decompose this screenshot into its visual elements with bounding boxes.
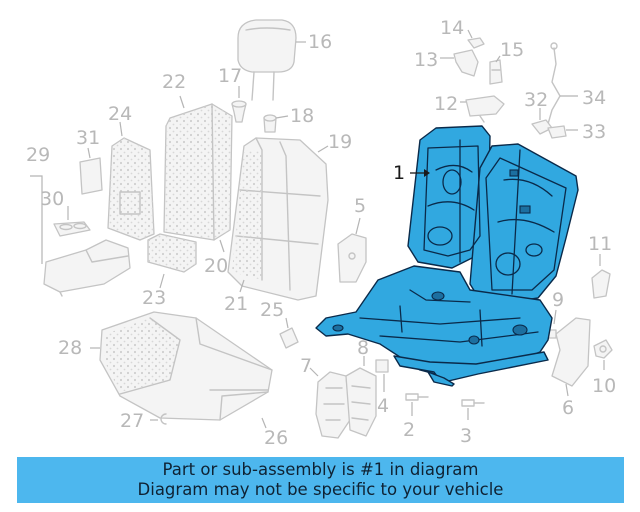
callout-28[interactable]: 28 — [58, 337, 82, 359]
callout-6[interactable]: 6 — [562, 397, 574, 419]
seatback-cover-19 — [227, 137, 329, 301]
callout-11[interactable]: 11 — [588, 233, 612, 255]
knob-11 — [591, 269, 611, 299]
callout-9[interactable]: 9 — [552, 289, 564, 311]
bolt-3 — [461, 399, 485, 407]
seatback-pad-22 — [163, 103, 233, 241]
callout-1-arrow — [424, 169, 430, 177]
callout-4[interactable]: 4 — [377, 395, 389, 417]
parts-diagram: 1 2 3 4 5 6 7 8 9 10 11 12 13 14 15 16 1… — [26, 17, 616, 449]
callout-31[interactable]: 31 — [76, 127, 100, 149]
callout-3[interactable]: 3 — [460, 425, 472, 447]
callout-24[interactable]: 24 — [108, 103, 132, 125]
clip-25 — [279, 327, 299, 349]
callout-12[interactable]: 12 — [434, 93, 458, 115]
callout-8[interactable]: 8 — [357, 337, 369, 359]
callout-23[interactable]: 23 — [142, 287, 166, 309]
armrest-29 — [43, 239, 131, 297]
callout-33[interactable]: 33 — [582, 121, 606, 143]
callout-5[interactable]: 5 — [354, 195, 366, 217]
cupholder-30 — [53, 221, 91, 237]
headrest-guide-18 — [263, 114, 277, 133]
callout-19[interactable]: 19 — [328, 131, 352, 153]
callout-29[interactable]: 29 — [26, 144, 50, 166]
callout-1[interactable]: 1 — [393, 162, 405, 184]
side-cover-6 — [551, 317, 591, 387]
latch-part-14 — [467, 37, 485, 49]
banner-line-disclaimer: Diagram may not be specific to your vehi… — [137, 480, 504, 499]
bolt-2 — [405, 393, 429, 401]
latch-part-15 — [489, 59, 503, 85]
callout-16[interactable]: 16 — [308, 31, 332, 53]
clip-4 — [375, 359, 389, 373]
plate-31 — [79, 157, 103, 195]
callout-34[interactable]: 34 — [582, 87, 606, 109]
callout-14[interactable]: 14 — [440, 17, 464, 39]
callout-18[interactable]: 18 — [290, 105, 314, 127]
callout-17[interactable]: 17 — [218, 65, 242, 87]
callout-32[interactable]: 32 — [524, 89, 548, 111]
callout-2[interactable]: 2 — [403, 419, 415, 441]
callout-20[interactable]: 20 — [204, 255, 228, 277]
latch-33 — [547, 125, 567, 139]
callout-10[interactable]: 10 — [592, 375, 616, 397]
seat-cushion-26 — [99, 311, 273, 421]
trim-8 — [345, 367, 377, 437]
banner-line-part-number: Part or sub-assembly is #1 in diagram — [162, 460, 479, 479]
callout-15[interactable]: 15 — [500, 39, 524, 61]
seat-frame-part-1[interactable] — [315, 125, 579, 387]
bracket-5 — [337, 233, 367, 283]
cap-10 — [593, 339, 613, 359]
trim-7 — [315, 371, 351, 439]
bracket-23 — [147, 233, 197, 273]
callout-27[interactable]: 27 — [120, 410, 144, 432]
latch-part-13 — [453, 49, 479, 77]
info-banner: Part or sub-assembly is #1 in diagram Di… — [17, 457, 624, 503]
callout-21[interactable]: 21 — [224, 293, 248, 315]
callout-22[interactable]: 22 — [162, 71, 186, 93]
callout-7[interactable]: 7 — [300, 355, 312, 377]
callout-13[interactable]: 13 — [414, 49, 438, 71]
headrest-guide-17 — [231, 100, 247, 123]
callout-26[interactable]: 26 — [264, 427, 288, 449]
clip-27 — [160, 413, 167, 425]
latch-cover-12 — [465, 95, 505, 123]
cable-34 — [547, 42, 561, 125]
callout-30[interactable]: 30 — [40, 188, 64, 210]
seatback-panel-24 — [107, 137, 155, 241]
callout-25[interactable]: 25 — [260, 299, 284, 321]
headrest-part — [237, 19, 297, 101]
